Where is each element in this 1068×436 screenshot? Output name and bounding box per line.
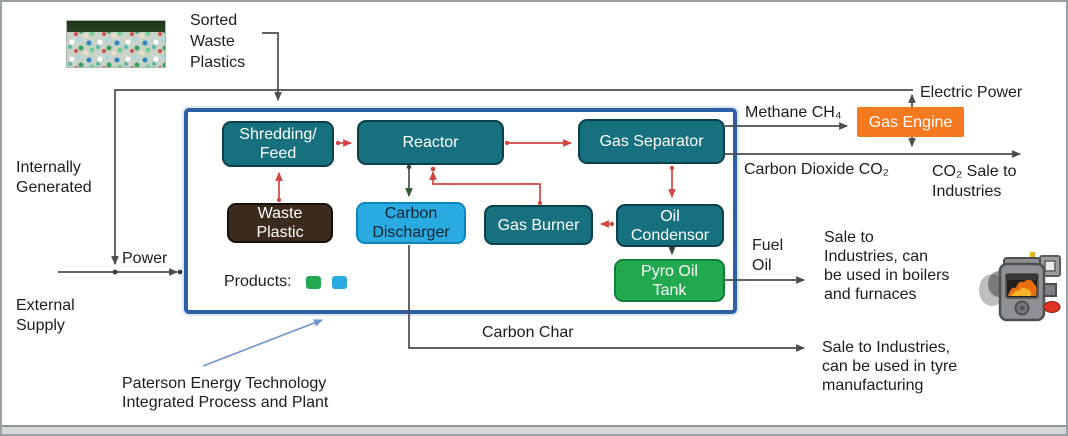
- power-label: Power: [122, 250, 168, 267]
- methane-label: Methane CH₄: [745, 104, 842, 121]
- sorted-plastics-photo: [66, 20, 166, 68]
- sale-tyre-label: Sale to Industries, can be used in tyre …: [822, 339, 958, 394]
- sorted-waste-plastics-label: Sorted Waste Plastics: [190, 12, 246, 71]
- carbon-discharger-box: Carbon Discharger: [356, 202, 466, 244]
- gas-separator-box: Gas Separator: [578, 119, 725, 164]
- fuel-oil-label: Fuel Oil: [752, 237, 784, 274]
- carbon-char-label: Carbon Char: [482, 324, 574, 341]
- external-supply-label: External Supply: [16, 297, 75, 334]
- carbon-dioxide-label: Carbon Dioxide CO₂: [744, 161, 889, 178]
- caption-pointer-line: [202, 319, 324, 367]
- furnace-illustration: [979, 252, 1061, 322]
- pyro-oil-product-swatch: [306, 276, 321, 289]
- pyro-oil-tank-box: Pyro Oil Tank: [614, 259, 725, 302]
- oil-condensor-box: Oil Condensor: [616, 204, 724, 247]
- electric-power-label: Electric Power: [920, 84, 1023, 101]
- line-electric-to-power: [111, 89, 913, 266]
- gas-engine-box: Gas Engine: [857, 107, 964, 137]
- internally-generated-label: Internally Generated: [16, 159, 92, 196]
- reactor-box: Reactor: [357, 120, 504, 165]
- carbon-char-product-swatch: [332, 276, 347, 289]
- line-carbon-char: [408, 245, 806, 352]
- waste-plastic-box: Waste Plastic: [227, 203, 333, 243]
- line-sorted-to-shredding: [262, 32, 282, 102]
- line-burner-to-reactor: [429, 170, 541, 204]
- bottom-border-band: [0, 425, 1068, 436]
- sale-boilers-label: Sale to Industries, can be used in boile…: [824, 229, 950, 303]
- products-legend-label: Products:: [224, 273, 292, 290]
- co2-sale-label: CO₂ Sale to Industries: [932, 163, 1017, 200]
- gas-burner-box: Gas Burner: [484, 205, 593, 245]
- shredding-feed-box: Shredding/ Feed: [222, 121, 334, 167]
- diagram-caption: Paterson Energy Technology Integrated Pr…: [122, 375, 329, 411]
